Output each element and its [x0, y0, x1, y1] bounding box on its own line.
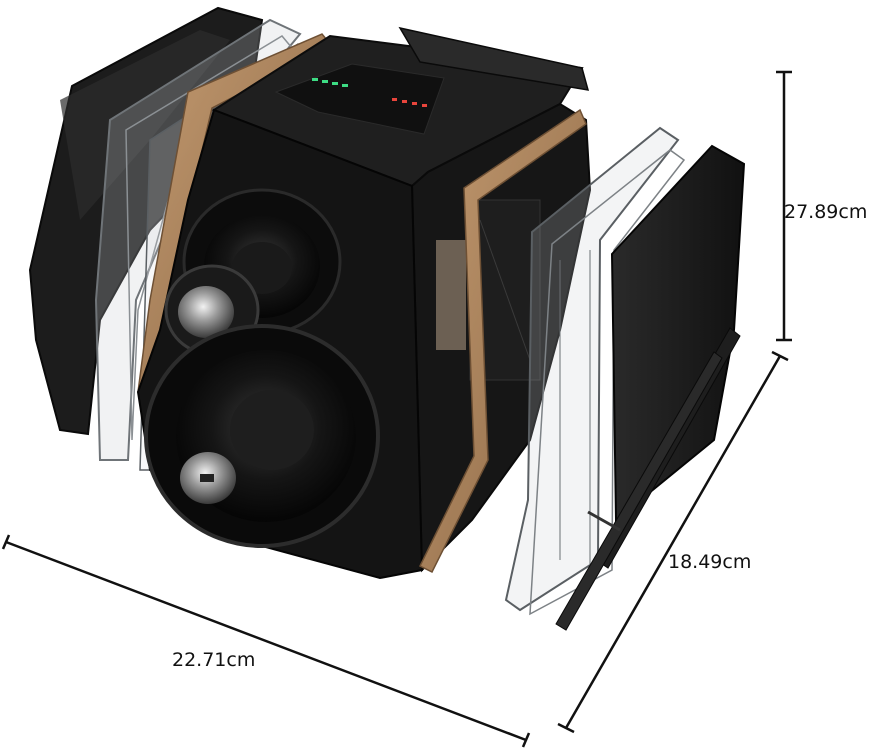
- width-label: 22.71cm: [172, 649, 256, 671]
- depth-dimension-line: [557, 350, 789, 734]
- height-dimension-line: [776, 70, 792, 342]
- right-stand: [555, 327, 741, 631]
- right-side-panel: [610, 144, 746, 523]
- woofer-driver: [144, 324, 380, 548]
- width-dimension-line: [1, 534, 531, 748]
- status-leds: [312, 78, 427, 107]
- right-wood-trim: [418, 108, 587, 574]
- depth-label: 18.49cm: [668, 551, 752, 573]
- height-label: 27.89cm: [784, 201, 868, 223]
